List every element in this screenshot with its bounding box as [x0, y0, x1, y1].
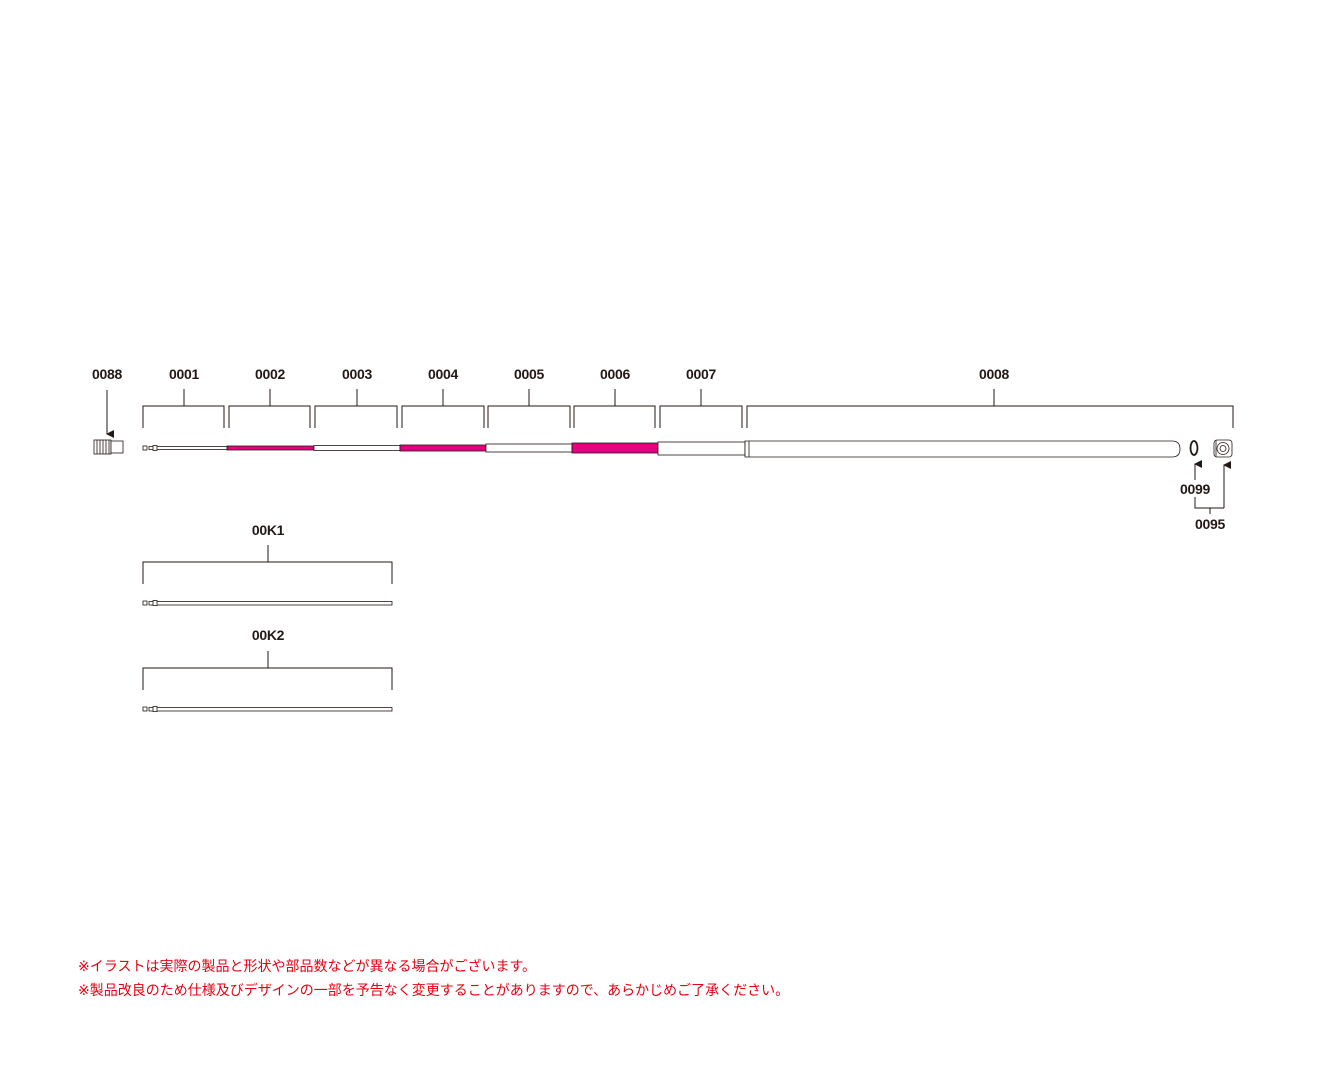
rod-section-0006 [571, 442, 659, 454]
label-00K2: 00K2 [252, 627, 285, 643]
rod-section-0004 [399, 444, 487, 452]
note-specification: ※製品改良のため仕様及びデザインの一部を予告なく変更することがありますので、あら… [78, 983, 790, 999]
rod-section-0005 [485, 443, 573, 453]
bracket-0007 [659, 389, 743, 428]
butt-cap-0095 [1213, 439, 1233, 458]
bracket-0006 [573, 389, 656, 428]
bracket-0002 [228, 389, 311, 428]
label-0006: 0006 [600, 366, 630, 382]
bracket-0095 [1194, 497, 1224, 509]
bracket-00K2 [142, 651, 393, 690]
spare-tip-00K2 [142, 706, 393, 712]
rod-section-0008 [744, 440, 1181, 458]
label-0002: 0002 [255, 366, 285, 382]
disclaimer-notes: ※イラストは実際の製品と形状や部品数などが異なる場合がございます。 ※製品改良の… [78, 955, 789, 1003]
rod-section-0001 [142, 445, 228, 451]
o-ring-0099 [1189, 440, 1199, 456]
rod-section-0003 [313, 445, 401, 451]
note-illustration: ※イラストは実際の製品と形状や部品数などが異なる場合がございます。 [78, 959, 537, 975]
label-0095: 0095 [1195, 516, 1225, 532]
rod-section-0002 [226, 445, 315, 451]
label-0008: 0008 [979, 366, 1009, 382]
spare-tip-00K1 [142, 600, 393, 606]
label-0007: 0007 [686, 366, 716, 382]
bracket-0008 [746, 389, 1234, 428]
bracket-0003 [314, 389, 398, 428]
label-0004: 0004 [428, 366, 458, 382]
bracket-0005 [487, 389, 571, 428]
tip-cap-0088 [93, 439, 124, 455]
bracket-0004 [401, 389, 485, 428]
bracket-00K1 [142, 545, 393, 584]
label-0005: 0005 [514, 366, 544, 382]
bracket-0001 [142, 389, 225, 428]
label-0088: 0088 [92, 366, 122, 382]
label-0099: 0099 [1180, 481, 1210, 497]
label-0001: 0001 [169, 366, 199, 382]
rod-section-0007 [657, 441, 746, 456]
label-00K1: 00K1 [252, 522, 285, 538]
label-0003: 0003 [342, 366, 372, 382]
